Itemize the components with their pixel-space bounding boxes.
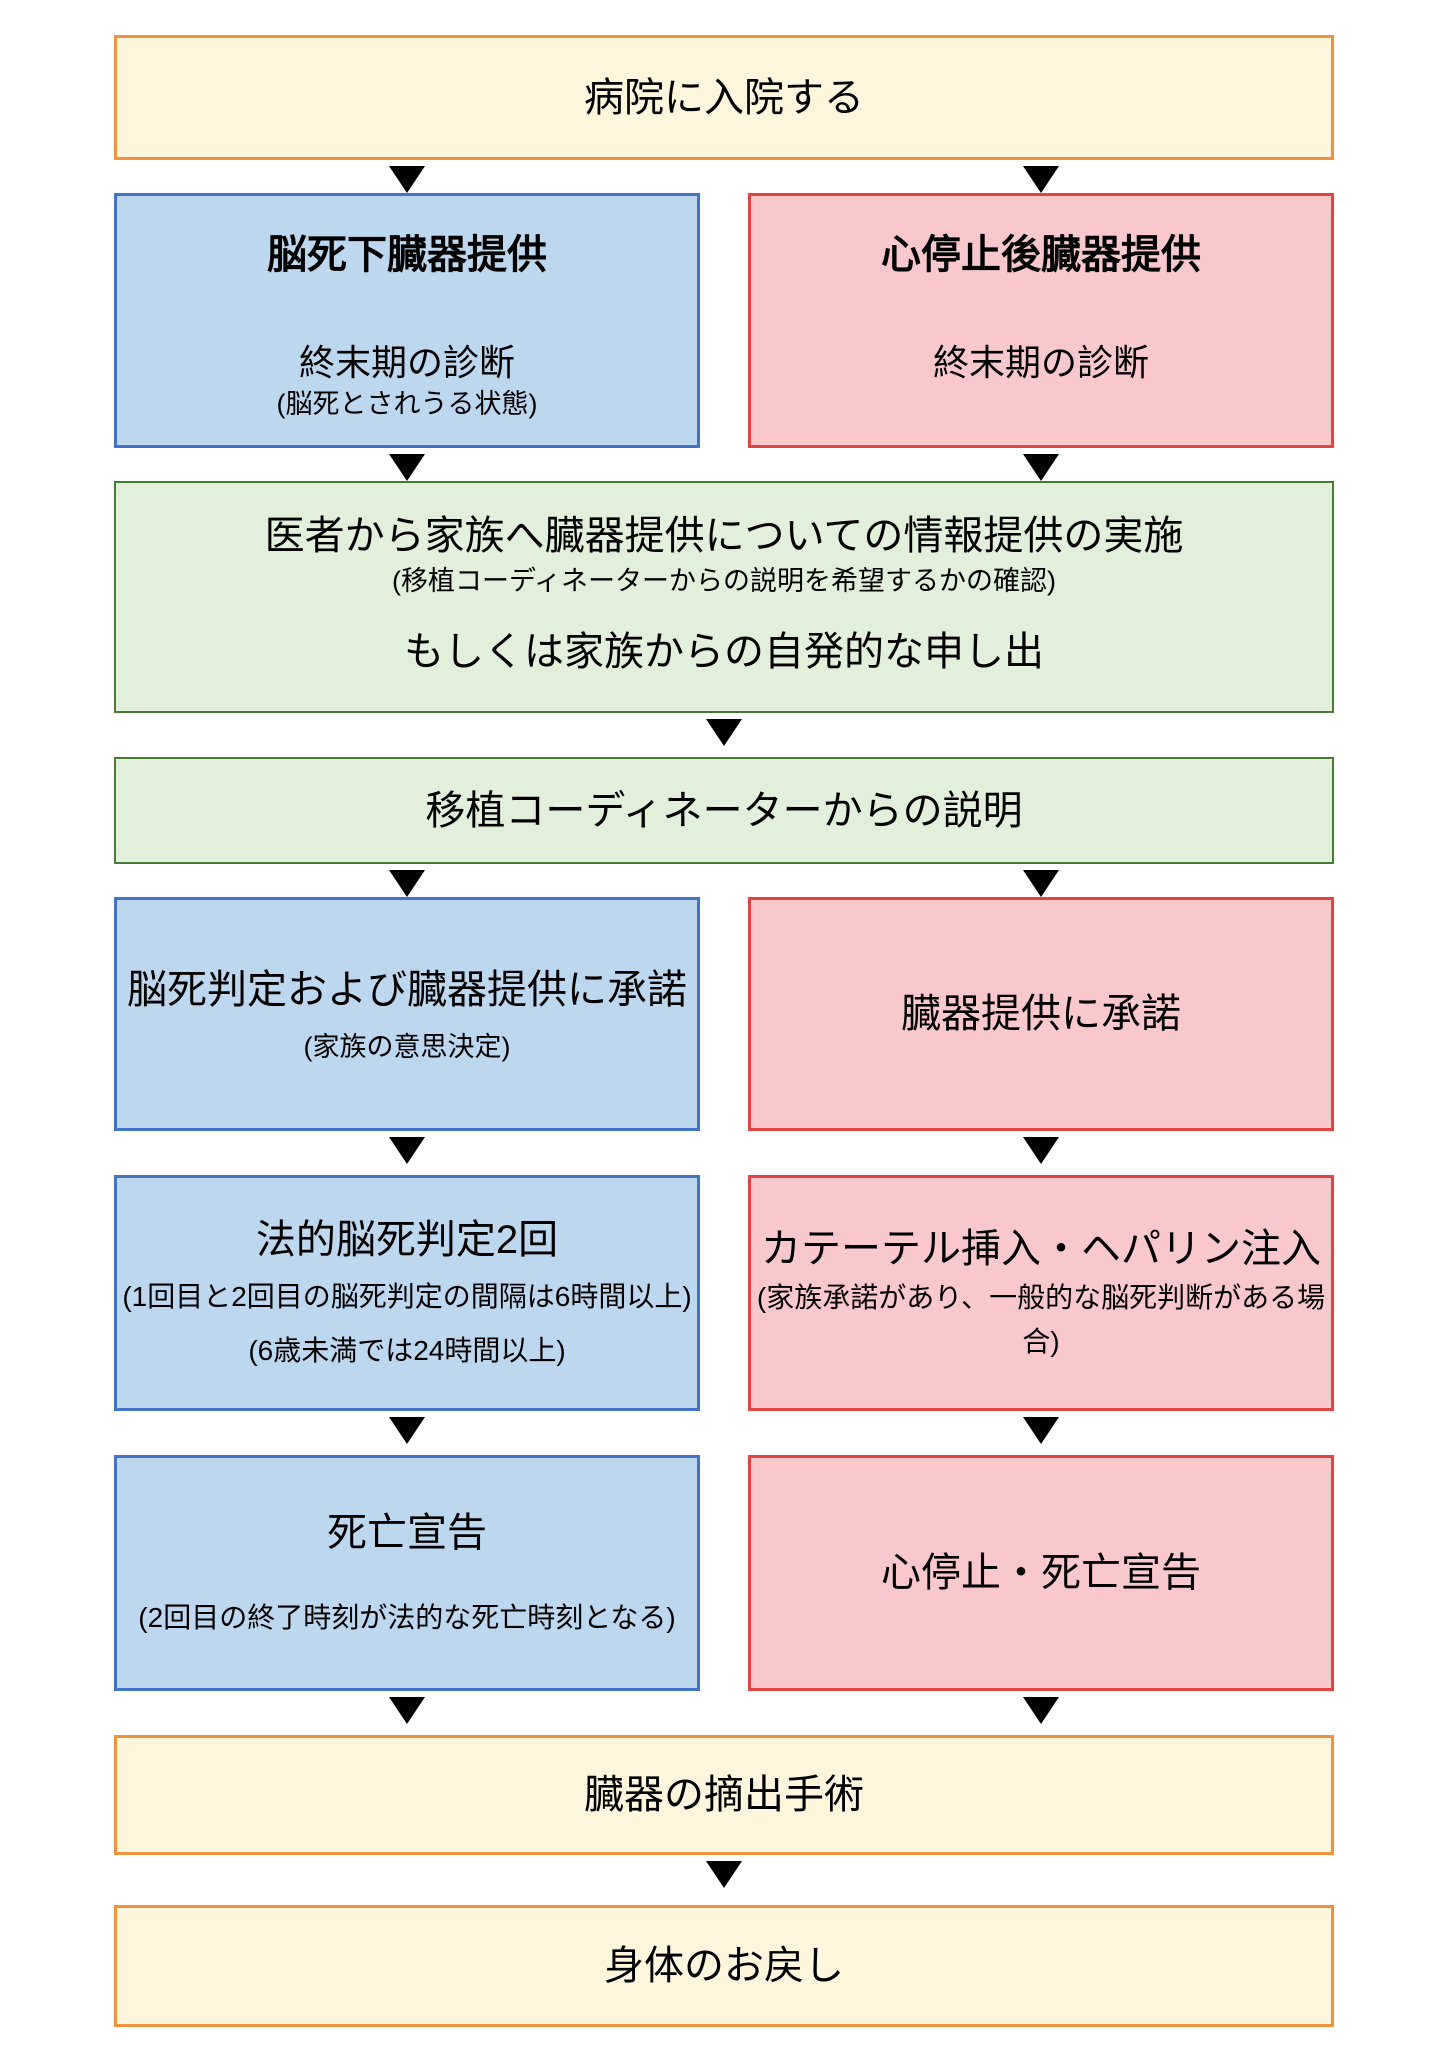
arrow-row-3 — [114, 864, 1334, 897]
node-cardiac-arrest-death: 心停止・死亡宣告 — [748, 1455, 1334, 1691]
down-arrow-icon — [389, 454, 425, 481]
node-admission: 病院に入院する — [114, 35, 1334, 160]
node-note: (脳死とされうる状態) — [276, 389, 538, 419]
node-line2: もしくは家族からの自発的な申し出 — [404, 630, 1044, 674]
node-note: (移植コーディネーターからの説明を希望するかの確認) — [391, 566, 1057, 596]
row-consent: 脳死判定および臓器提供に承諾 (家族の意思決定) 臓器提供に承諾 — [114, 897, 1334, 1131]
down-arrow-icon — [389, 1137, 425, 1164]
node-title: 脳死判定および臓器提供に承諾 — [127, 968, 687, 1012]
node-donation-consent: 臓器提供に承諾 — [748, 897, 1334, 1131]
down-arrow-icon — [1023, 1417, 1059, 1444]
node-cardiac-arrest-donation: 心停止後臓器提供 終末期の診断 — [748, 193, 1334, 448]
node-brain-death-donation: 脳死下臓器提供 終末期の診断 (脳死とされうる状態) — [114, 193, 700, 448]
node-legal-brain-death-judgment: 法的脳死判定2回 (1回目と2回目の脳死判定の間隔は6時間以上) (6歳未満では… — [114, 1175, 700, 1411]
node-title: 脳死下臓器提供 — [267, 233, 547, 277]
node-catheter-heparin: カテーテル挿入・ヘパリン注入 (家族承諾があり、一般的な脳死判断がある場合) — [748, 1175, 1334, 1411]
down-arrow-icon — [706, 1861, 742, 1888]
node-line1: 医者から家族へ臓器提供についての情報提供の実施 — [264, 514, 1184, 558]
down-arrow-icon — [389, 1697, 425, 1724]
arrow-row-5 — [114, 1411, 1334, 1455]
down-arrow-icon — [1023, 1697, 1059, 1724]
arrow-gap-center-1 — [114, 719, 1334, 757]
organ-donation-flowchart: 病院に入院する 脳死下臓器提供 終末期の診断 (脳死とされうる状態) 心停止後臓… — [114, 0, 1334, 2027]
node-brain-death-consent: 脳死判定および臓器提供に承諾 (家族の意思決定) — [114, 897, 700, 1131]
node-title: 心停止後臓器提供 — [881, 233, 1201, 277]
arrow-gap-center-2 — [114, 1861, 1334, 1905]
down-arrow-icon — [389, 1417, 425, 1444]
node-note: (家族の意思決定) — [303, 1032, 511, 1062]
arrow-row-2 — [114, 448, 1334, 481]
node-note: (家族承諾があり、一般的な脳死判断がある場合) — [756, 1282, 1326, 1357]
node-coordinator-explanation: 移植コーディネーターからの説明 — [114, 757, 1334, 864]
node-title: 死亡宣告 — [327, 1511, 487, 1555]
down-arrow-icon — [389, 166, 425, 193]
node-label: 身体のお戻し — [604, 1944, 844, 1988]
node-death-declaration: 死亡宣告 (2回目の終了時刻が法的な死亡時刻となる) — [114, 1455, 700, 1691]
node-note2: (6歳未満では24時間以上) — [248, 1335, 566, 1366]
node-title: 心停止・死亡宣告 — [881, 1551, 1201, 1595]
arrow-row-6 — [114, 1691, 1334, 1735]
down-arrow-icon — [1023, 870, 1059, 897]
node-info-provision: 医者から家族へ臓器提供についての情報提供の実施 (移植コーディネーターからの説明… — [114, 481, 1334, 713]
row-death: 死亡宣告 (2回目の終了時刻が法的な死亡時刻となる) 心停止・死亡宣告 — [114, 1455, 1334, 1691]
row-track-start: 脳死下臓器提供 終末期の診断 (脳死とされうる状態) 心停止後臓器提供 終末期の… — [114, 193, 1334, 448]
node-title: 法的脳死判定2回 — [255, 1218, 559, 1262]
node-note1: (1回目と2回目の脳死判定の間隔は6時間以上) — [122, 1281, 692, 1312]
down-arrow-icon — [1023, 454, 1059, 481]
row-judgment: 法的脳死判定2回 (1回目と2回目の脳死判定の間隔は6時間以上) (6歳未満では… — [114, 1175, 1334, 1411]
node-title: カテーテル挿入・ヘパリン注入 — [761, 1227, 1321, 1271]
arrow-row-1 — [114, 160, 1334, 193]
down-arrow-icon — [389, 870, 425, 897]
node-label: 臓器の摘出手術 — [584, 1773, 864, 1817]
down-arrow-icon — [1023, 1137, 1059, 1164]
node-note: (2回目の終了時刻が法的な死亡時刻となる) — [138, 1602, 676, 1633]
node-organ-removal-surgery: 臓器の摘出手術 — [114, 1735, 1334, 1855]
node-label: 移植コーディネーターからの説明 — [425, 788, 1023, 833]
node-subtitle: 終末期の診断 — [298, 342, 515, 383]
down-arrow-icon — [1023, 166, 1059, 193]
arrow-row-4 — [114, 1131, 1334, 1175]
node-body-return: 身体のお戻し — [114, 1905, 1334, 2027]
node-admission-label: 病院に入院する — [584, 75, 864, 120]
down-arrow-icon — [706, 719, 742, 746]
node-subtitle: 終末期の診断 — [932, 342, 1149, 383]
node-title: 臓器提供に承諾 — [901, 992, 1181, 1036]
